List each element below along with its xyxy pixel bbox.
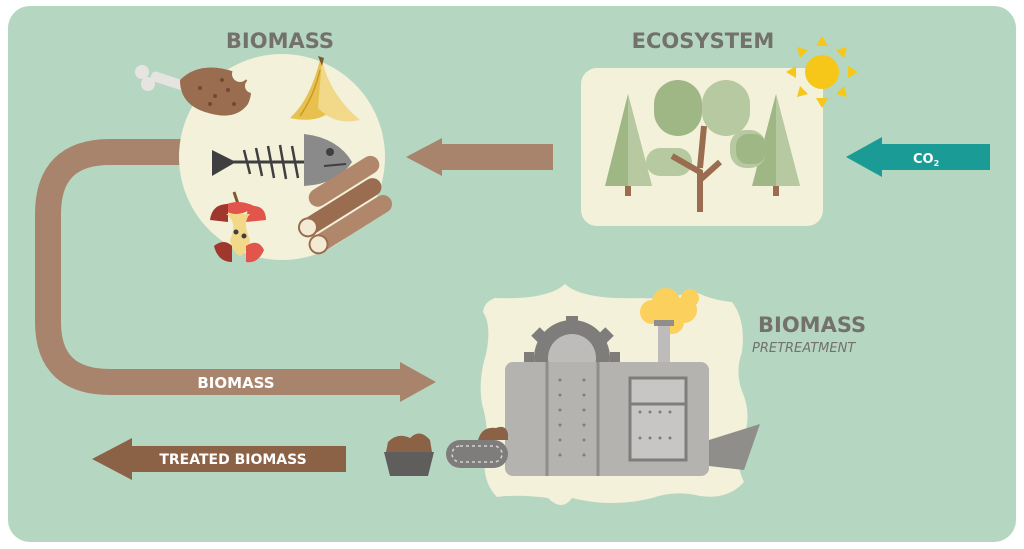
sun-icon <box>786 36 858 108</box>
pretreatment-title: BIOMASS <box>758 313 866 337</box>
biomass-bin-icon <box>384 433 434 476</box>
tree-icon <box>605 80 800 212</box>
ecosystem-to-biomass-arrowhead <box>406 138 442 176</box>
pretreatment-subtitle: PRETREATMENT <box>752 341 856 356</box>
wood-logs-icon <box>297 155 393 255</box>
conveyor-belt-icon <box>446 426 508 468</box>
biomass-arrow-label: BIOMASS <box>197 374 274 392</box>
banana-peel-icon <box>290 56 360 122</box>
co2-label: CO2 <box>913 152 939 168</box>
co2-arrow-shaft <box>880 144 990 170</box>
chimney <box>658 324 670 366</box>
chimney-top <box>654 320 674 326</box>
meat-bone-icon <box>135 65 259 116</box>
co2-arrowhead <box>846 137 882 177</box>
biomass-title: BIOMASS <box>226 29 334 53</box>
co2-label-base: CO <box>913 152 934 167</box>
fish-skeleton-icon <box>212 134 352 186</box>
pretreatment-machine <box>505 362 760 476</box>
treated-biomass-arrowhead <box>92 438 132 480</box>
treated-biomass-label: TREATED BIOMASS <box>159 452 306 468</box>
co2-label-subscript: 2 <box>934 159 940 168</box>
ecosystem-to-biomass-arrow-shaft <box>440 144 553 170</box>
treated-biomass-arrow-shaft <box>130 446 346 472</box>
biomass-loop-arrowhead <box>400 362 436 402</box>
biomass-loop-pipe <box>35 139 400 395</box>
ecosystem-title: ECOSYSTEM <box>632 29 775 53</box>
apple-core-icon <box>210 191 266 263</box>
